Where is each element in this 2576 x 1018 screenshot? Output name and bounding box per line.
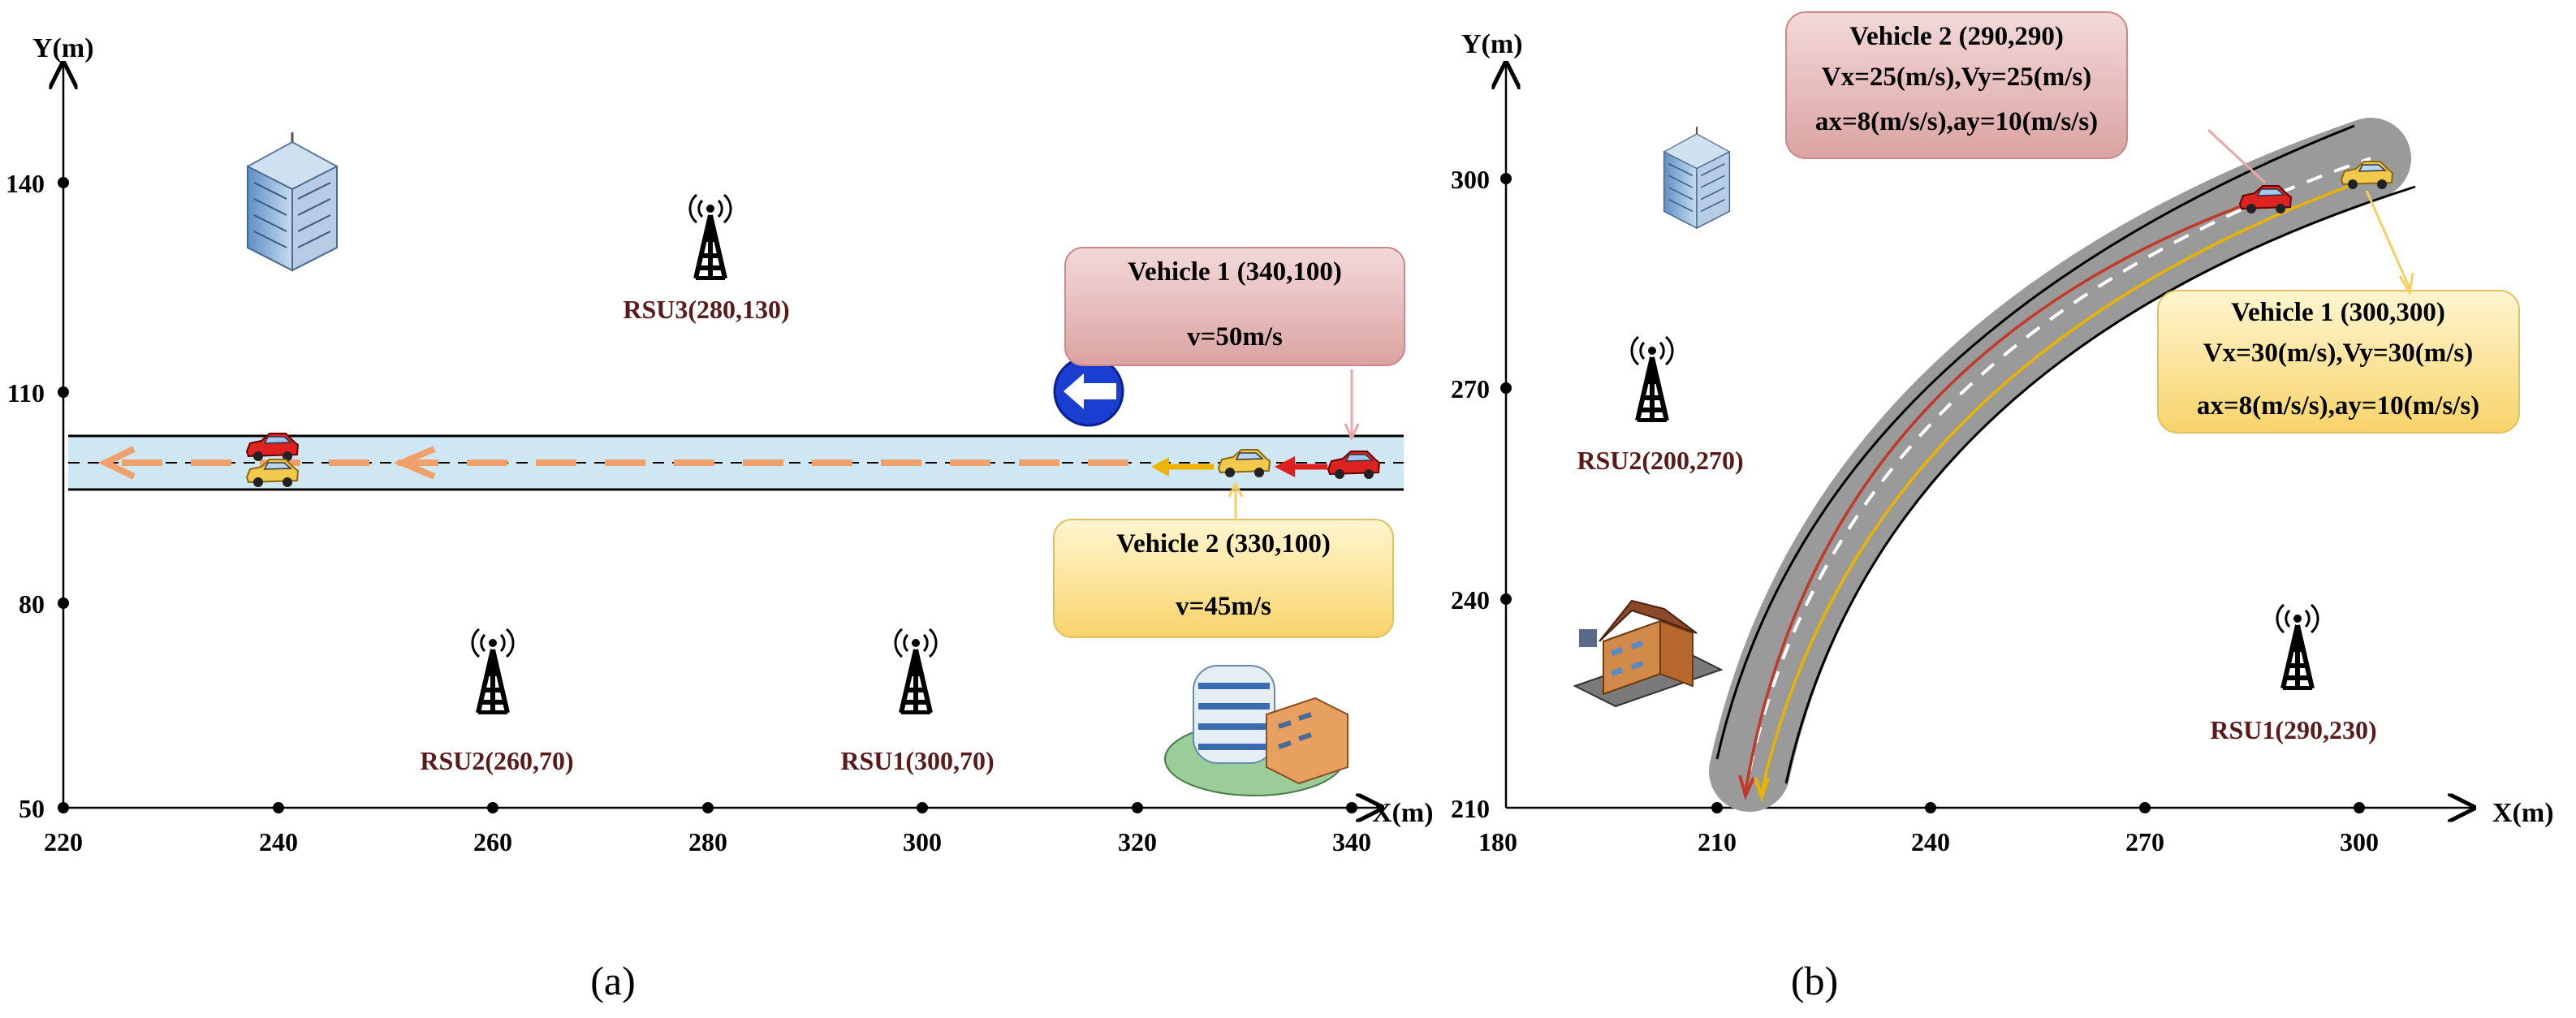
vehicle1-title: Vehicle 1 (300,300) (2231, 298, 2445, 327)
vehicle1-speed: v=50m/s (1187, 322, 1283, 352)
vehicle1-velocity: Vx=30(m/s),Vy=30(m/s) (2203, 339, 2473, 368)
vehicle1-info-box: Vehicle 1 (300,300) Vx=30(m/s),Vy=30(m/s… (2157, 190, 2520, 434)
vehicle1-title: Vehicle 1 (340,100) (1128, 257, 1342, 287)
panel-a-y-tick: 80 (19, 589, 45, 619)
panel-b-y-ticks: 210 240 270 300 (1451, 165, 1512, 823)
panel-b-x-ticks: 180 210 240 270 300 (1478, 802, 2379, 856)
building-icon (1164, 665, 1348, 796)
panel-b-x-tick: 240 (1911, 827, 1950, 856)
building-icon (1663, 125, 1731, 230)
antenna-tower-icon (2277, 605, 2318, 688)
vehicle2-title: Vehicle 2 (290,290) (1849, 22, 2064, 51)
panel-b-y-tick: 300 (1451, 165, 1490, 194)
panel-a-label: (a) (590, 958, 636, 1003)
panel-a-direction-arrow (97, 446, 136, 480)
panel-a-y-axis-title: Y(m) (32, 33, 94, 63)
panel-b-x-tick: 180 (1478, 827, 1517, 856)
panel-b-x-axis-title: X(m) (2492, 798, 2554, 828)
panel-a-x-tick: 280 (688, 827, 727, 856)
panel-a-x-tick: 300 (903, 827, 942, 856)
panel-a-y-tick: 110 (7, 378, 45, 408)
keep-left-sign-icon (1053, 356, 1124, 427)
rsu-label: RSU3(280,130) (623, 295, 789, 324)
building-icon (246, 131, 339, 272)
panel-a-x-axis-title: X(m) (1372, 798, 1434, 828)
vehicle2-info-box: Vehicle 2 (290,290) Vx=25(m/s),Vy=25(m/s… (1785, 11, 2267, 184)
panel-b-curved-road (1709, 118, 2416, 812)
panel-b-y-tick: 270 (1451, 374, 1490, 403)
vehicle2-speed: v=45m/s (1176, 592, 1271, 621)
panel-a: Y(m) X(m) 220 240 260 280 300 320 340 50… (6, 33, 1434, 1003)
vehicle2-velocity: Vx=25(m/s),Vy=25(m/s) (1822, 63, 2091, 92)
panel-a-y-tick: 50 (19, 794, 45, 823)
panel-a-x-tick: 240 (259, 827, 298, 856)
rsu-label: RSU2(200,270) (1577, 446, 1743, 475)
rsu-label: RSU1(300,70) (840, 746, 994, 775)
antenna-tower-icon (690, 195, 731, 278)
panel-b-label: (b) (1791, 958, 1838, 1003)
panel-a-direction-arrow (393, 446, 436, 480)
vehicle2-title: Vehicle 2 (330,100) (1116, 529, 1331, 559)
panel-a-x-tick: 260 (473, 827, 512, 856)
panel-b-y-tick: 240 (1451, 585, 1490, 615)
panel-a-x-ticks: 220 240 260 280 300 320 340 (44, 802, 1371, 856)
rsu-label: RSU1(290,230) (2210, 715, 2376, 744)
vehicle1-info-box: Vehicle 1 (340,100) v=50m/s (1064, 247, 1405, 442)
panel-b-vehicle1-path (1760, 181, 2359, 792)
panel-b-x-tick: 270 (2125, 827, 2164, 856)
vehicle2-acceleration: ax=8(m/s/s),ay=10(m/s/s) (1815, 107, 2098, 136)
panel-b-vehicle2-path (1744, 197, 2262, 792)
panel-b: Y(m) X(m) 180 210 240 270 300 210 240 27… (1451, 11, 2554, 1003)
panel-a-x-tick: 320 (1118, 827, 1157, 856)
antenna-tower-icon (895, 629, 936, 713)
antenna-tower-icon (1632, 337, 1672, 421)
panel-b-x-tick: 210 (1698, 827, 1737, 856)
antenna-tower-icon (472, 629, 513, 713)
panel-a-x-tick: 340 (1332, 827, 1371, 856)
panel-a-y-tick: 140 (6, 169, 45, 198)
vehicle1-acceleration: ax=8(m/s/s),ay=10(m/s/s) (2197, 391, 2479, 421)
panel-a-y-ticks: 50 80 110 140 (6, 169, 69, 823)
panel-a-x-tick: 220 (44, 827, 83, 856)
house-icon (1573, 599, 1724, 708)
panel-b-x-tick: 300 (2340, 827, 2379, 856)
panel-b-y-tick: 210 (1451, 794, 1490, 823)
panel-b-y-axis-title: Y(m) (1461, 29, 1523, 59)
rsu-label: RSU2(260,70) (420, 746, 573, 775)
vehicle2-info-box: Vehicle 2 (330,100) v=45m/s (1053, 481, 1394, 638)
